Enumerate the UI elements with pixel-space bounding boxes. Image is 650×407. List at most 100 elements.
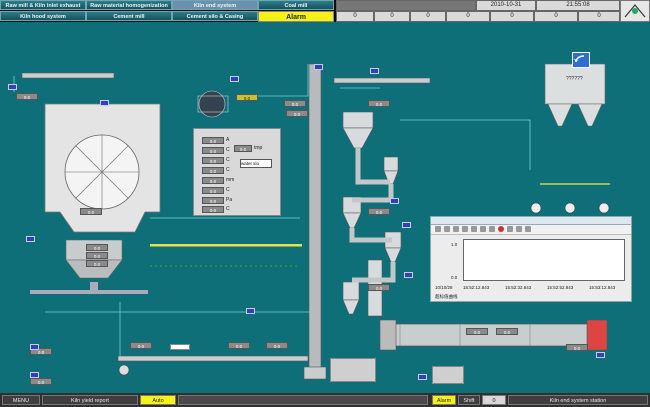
panel-value: 0.0: [202, 157, 224, 164]
toolbar-icon[interactable]: [480, 226, 486, 232]
toolbar-icon[interactable]: [462, 226, 468, 232]
value-tag: 0.0: [284, 100, 306, 107]
panel-value: 0.0: [202, 177, 224, 184]
motor-icon[interactable]: [30, 344, 39, 350]
water-label: water slo: [240, 159, 272, 168]
temp-label: tmp: [254, 145, 263, 151]
value-tag: 0.0: [266, 342, 288, 349]
value-tag: 0.0: [566, 344, 588, 351]
y-min-label: 0.0: [451, 275, 458, 280]
x-time-label: 15:52:52.843: [547, 285, 574, 290]
nav-raw-mill[interactable]: Raw mill & Kiln inlet exhaust gas: [0, 0, 86, 19]
toolbar-icon[interactable]: [435, 226, 441, 232]
motor-icon[interactable]: [402, 222, 411, 228]
status-blank: [336, 0, 476, 11]
panel-value: 0.0: [202, 137, 224, 144]
toolbar-icon[interactable]: [507, 226, 513, 232]
alarm-header[interactable]: Alarm: [258, 11, 334, 22]
value-tag: 0.0: [86, 252, 108, 259]
back-arrow-icon[interactable]: [572, 52, 590, 68]
motor-icon[interactable]: [30, 372, 39, 378]
kiln-yield-report-button[interactable]: Kiln yield report: [42, 395, 138, 405]
nav-cement-mill[interactable]: Cement mill: [86, 11, 172, 21]
motor-icon[interactable]: [230, 76, 239, 82]
equipment-block: [170, 344, 190, 350]
alarm-button[interactable]: Alarm: [432, 395, 456, 405]
process-diagram: 0.0 A 0.0 C 0.0 C 0.0 C 0.0 mm 0.0 C 0.0…: [0, 22, 650, 393]
unit-label: A: [226, 137, 230, 143]
value-tag: 0.0: [368, 208, 390, 215]
panel-value: 0.0: [202, 197, 224, 204]
value-tag: 0.0: [368, 100, 390, 107]
trend-titlebar[interactable]: [431, 217, 631, 225]
counter-2: 0: [410, 11, 446, 22]
value-tag: 0.0: [466, 328, 488, 335]
trend-toolbar: [431, 225, 631, 235]
nav-cement-silo[interactable]: Cement silo & Casing: [172, 11, 258, 21]
shift-label: Shift: [458, 395, 480, 405]
motor-icon[interactable]: [246, 308, 255, 314]
unit-label: C: [226, 157, 230, 163]
unit-label: Pa: [226, 197, 233, 203]
company-logo: [620, 0, 650, 22]
motor-icon[interactable]: [8, 84, 17, 90]
value-tag: 0.0: [496, 328, 518, 335]
value-tag: 0.0: [30, 348, 52, 355]
nav-coal-mill[interactable]: Coal mill: [258, 0, 334, 10]
toolbar-icon[interactable]: [444, 226, 450, 232]
equipment-block: [432, 366, 464, 384]
counter-3: 0: [446, 11, 490, 22]
counter-4: 0: [490, 11, 534, 22]
value-tag: 0.0: [86, 260, 108, 267]
value-tag: 0.0: [86, 244, 108, 251]
value-tag: 0.0: [80, 208, 102, 215]
value-tag: 0.0: [368, 284, 390, 291]
motor-icon[interactable]: [390, 198, 399, 204]
motor-icon[interactable]: [100, 100, 109, 106]
panel-value: 0.0: [202, 147, 224, 154]
temp-value: 0.0: [234, 145, 252, 152]
toolbar-icon[interactable]: [516, 226, 522, 232]
nav-kiln-hood[interactable]: Kiln hood system: [0, 11, 86, 21]
x-time-label: 15:52:32.843: [505, 285, 532, 290]
menu-button[interactable]: MENU: [2, 395, 40, 405]
toolbar-icon[interactable]: [489, 226, 495, 232]
motor-icon[interactable]: [418, 374, 427, 380]
nav-kiln-end-system[interactable]: Kiln end system: [172, 0, 258, 10]
motor-icon[interactable]: [314, 64, 323, 70]
x-time-label: 15:52:12.843: [463, 285, 490, 290]
counter-6: 0: [578, 11, 620, 22]
motor-icon[interactable]: [370, 68, 379, 74]
x-time-label: 15:53:12.843: [589, 285, 616, 290]
motor-icon[interactable]: [26, 236, 35, 242]
trend-legend: 超标值曲线: [435, 294, 458, 299]
toolbar-icon[interactable]: [525, 226, 531, 232]
time-display: 21:55:08: [536, 0, 620, 11]
y-max-label: 1.0: [451, 242, 458, 247]
value-tag: 0.0: [30, 378, 52, 385]
station-label: Kiln end system station: [508, 395, 648, 405]
unit-label: C: [226, 147, 230, 153]
panel-value: 0.0: [202, 167, 224, 174]
value-tag: 0.0: [286, 110, 308, 117]
unit-label: C: [226, 187, 230, 193]
stop-icon[interactable]: [498, 226, 504, 232]
motor-icon[interactable]: [404, 272, 413, 278]
equipment-block: [330, 358, 376, 382]
toolbar-icon[interactable]: [471, 226, 477, 232]
motor-icon[interactable]: [596, 352, 605, 358]
counter-5: 0: [534, 11, 578, 22]
counter-1: 0: [374, 11, 410, 22]
unit-label: C: [226, 206, 230, 212]
date-display: 2010-10-31: [476, 0, 536, 11]
trend-window[interactable]: 1.0 0.0 10/10/28 15:52:12.843 15:52:32.8…: [430, 216, 632, 302]
bottom-bar: MENU Kiln yield report Auto Alarm Shift …: [0, 393, 650, 407]
value-tag: 0.0: [228, 342, 250, 349]
top-navigation: Raw mill & Kiln inlet exhaust gas Raw ma…: [0, 0, 650, 22]
nav-raw-material[interactable]: Raw material homogenization: [86, 0, 172, 10]
toolbar-icon[interactable]: [453, 226, 459, 232]
auto-button[interactable]: Auto: [140, 395, 176, 405]
message-bar: [178, 395, 428, 405]
shift-value: 0: [482, 395, 506, 405]
trend-plot-area: [463, 239, 625, 281]
